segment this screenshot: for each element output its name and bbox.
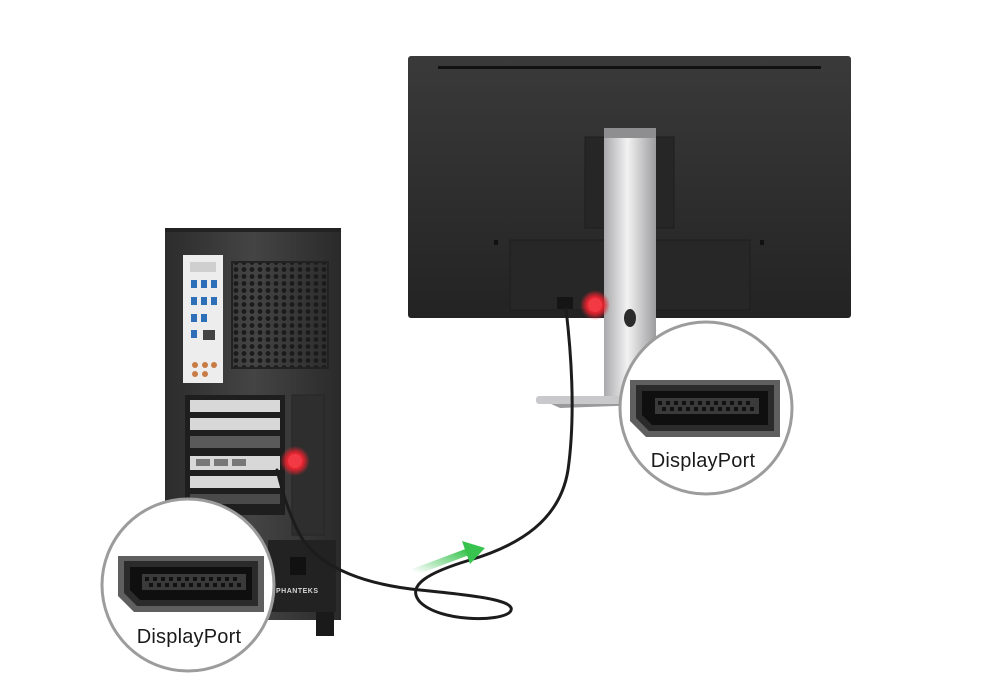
expansion-slots [185,395,285,515]
case-brand-logo: PHANTEKS [276,588,319,595]
pc-port-pins [142,574,246,590]
monitor-port-label: DisplayPort [650,450,756,472]
callout-pc-port [100,497,276,673]
pc-port-label: DisplayPort [136,626,242,648]
direction-arrow [410,541,485,576]
monitor-port-pins [655,398,759,414]
psu-bay [268,540,336,612]
exhaust-fan-grill [232,262,328,368]
monitor [408,56,851,408]
callout-monitor-port [618,320,794,496]
displayport-cable [275,307,574,620]
